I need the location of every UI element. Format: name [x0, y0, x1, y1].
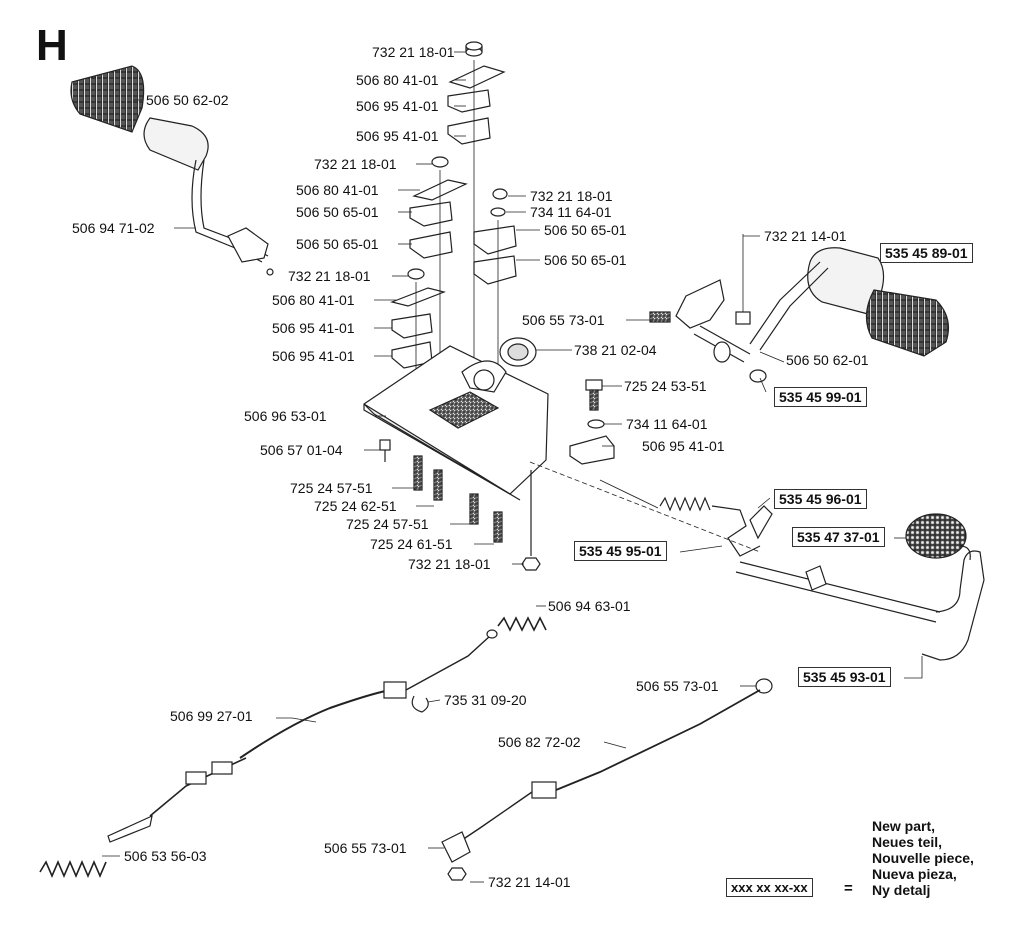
bolt-washer-block [569, 379, 615, 465]
legend-line: Ny detalj [872, 882, 931, 898]
part-label: 506 82 72-02 [498, 734, 581, 750]
part-label: 506 95 41-01 [642, 438, 725, 454]
part-label: 506 50 62-01 [786, 352, 869, 368]
wire-guide [529, 461, 761, 553]
part-label: 506 50 65-01 [544, 252, 627, 268]
new-part-label: 535 45 89-01 [880, 243, 973, 263]
part-label: 506 95 41-01 [356, 98, 439, 114]
new-part-label: 535 45 99-01 [774, 387, 867, 407]
bolts [379, 439, 541, 571]
part-label: 506 80 41-01 [272, 292, 355, 308]
part-label: 732 21 14-01 [488, 874, 571, 890]
new-part-label: 535 47 37-01 [792, 527, 885, 547]
right-pedal-cover [807, 247, 885, 315]
section-letter: H [36, 21, 68, 70]
left-pedal-pad [70, 65, 145, 133]
leader-lines [102, 51, 923, 883]
right-pedal-arm [649, 234, 829, 383]
part-label: 506 95 41-01 [272, 348, 355, 364]
legend-line: Nouvelle piece, [872, 850, 974, 866]
part-label: 506 53 56-03 [124, 848, 207, 864]
part-label: 725 24 61-51 [370, 536, 453, 552]
part-label: 732 21 18-01 [408, 556, 491, 572]
part-label: 506 99 27-01 [170, 708, 253, 724]
part-label: 732 21 14-01 [764, 228, 847, 244]
part-label: 506 95 41-01 [272, 320, 355, 336]
part-label: 725 24 62-51 [314, 498, 397, 514]
part-label: 506 50 65-01 [296, 204, 379, 220]
cable-left [39, 616, 547, 879]
part-label: 506 55 73-01 [324, 840, 407, 856]
spring-upper [599, 479, 773, 557]
part-label: 732 21 18-01 [372, 44, 455, 60]
part-label: 506 94 71-02 [72, 220, 155, 236]
part-label: 506 80 41-01 [296, 182, 379, 198]
part-label: 506 55 73-01 [636, 678, 719, 694]
bushing-stack-mid [409, 156, 468, 259]
legend-equals: = [844, 880, 853, 897]
legend-new-part-box: xxx xx xx-xx [726, 878, 813, 897]
part-label: 725 24 53-51 [624, 378, 707, 394]
new-part-label: 535 45 95-01 [574, 541, 667, 561]
new-part-label: 535 45 93-01 [798, 667, 891, 687]
part-label: 725 24 57-51 [346, 516, 429, 532]
part-label: 734 11 64-01 [530, 204, 612, 220]
part-label: 506 94 63-01 [548, 598, 631, 614]
grommet [499, 337, 537, 367]
part-label: 506 57 01-04 [260, 442, 343, 458]
part-label: 506 95 41-01 [356, 128, 439, 144]
part-label: 506 50 65-01 [544, 222, 627, 238]
cable-right [441, 678, 773, 881]
right-pedal-pad [865, 289, 949, 357]
part-label: 734 11 64-01 [626, 416, 708, 432]
part-label: 725 24 57-51 [290, 480, 373, 496]
bushing-stack-right [473, 188, 517, 285]
part-label: 506 80 41-01 [356, 72, 439, 88]
base-plate [363, 345, 549, 501]
legend-line: New part, [872, 818, 936, 834]
legend-text: New part, Neues teil, Nouvelle piece, Nu… [872, 818, 974, 898]
left-pedal-cover [143, 117, 209, 171]
bushing-stack-top [447, 41, 506, 145]
part-label: 506 50 62-02 [146, 92, 229, 108]
bushing-stack-low [390, 268, 446, 369]
part-label: 732 21 18-01 [530, 188, 613, 204]
new-part-label: 535 45 96-01 [774, 489, 867, 509]
part-label: 732 21 18-01 [288, 268, 371, 284]
left-pedal-arm [191, 159, 274, 276]
legend-line: Nueva pieza, [872, 866, 957, 882]
legend-line: Neues teil, [872, 834, 943, 850]
part-label: 732 21 18-01 [314, 156, 397, 172]
part-label: 738 21 02-04 [574, 342, 657, 358]
parking-brake-rod [735, 550, 985, 661]
part-label: 506 96 53-01 [244, 408, 327, 424]
legend: New part, Neues teil, Nouvelle piece, Nu… [726, 818, 1018, 918]
part-label: 735 31 09-20 [444, 692, 527, 708]
parking-knob [905, 513, 971, 561]
part-label: 506 50 65-01 [296, 236, 379, 252]
part-label: 506 55 73-01 [522, 312, 605, 328]
